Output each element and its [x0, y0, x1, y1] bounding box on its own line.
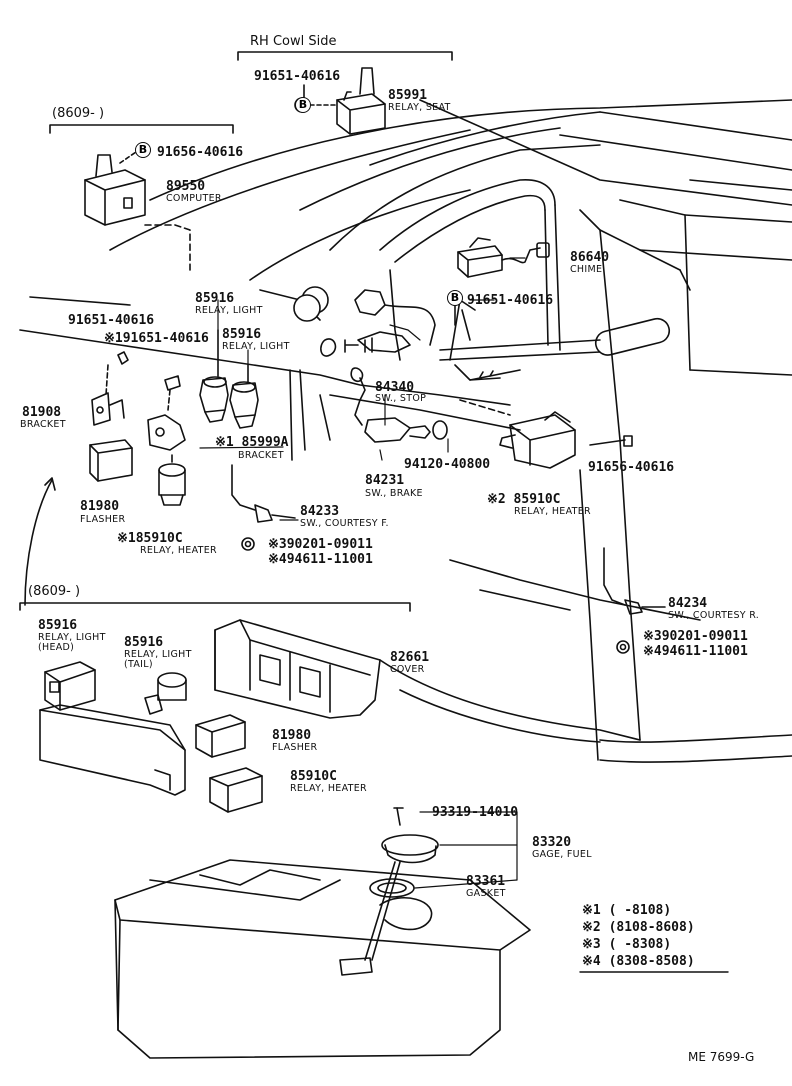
part-number-90201-a: ※390201-09011	[268, 537, 373, 552]
part-number-85916-head: 85916	[38, 618, 78, 633]
chime-art	[457, 237, 550, 278]
legend-range: (8108-8608)	[608, 920, 695, 935]
fuel-tank-art	[114, 859, 531, 1059]
part-desc-gasket: GASKET	[466, 888, 506, 899]
legend-range: ( -8308)	[608, 937, 672, 952]
courtesy-switch-f-art	[231, 464, 296, 551]
relay-block-art	[39, 661, 263, 813]
part-desc-relay-heater-b: RELAY, HEATER	[290, 783, 367, 794]
part-desc-computer: COMPUTER	[166, 193, 222, 204]
part-desc-sw-brake: SW., BRAKE	[365, 488, 423, 499]
legend-row: ※1 ( -8108)	[582, 903, 671, 918]
legend-range: ( -8108)	[608, 903, 672, 918]
part-desc-relay-seat: RELAY, SEAT	[388, 102, 451, 113]
part-desc-relay-light-tail: RELAY, LIGHT	[124, 649, 192, 660]
legend-mark: ※3	[582, 937, 601, 952]
part-desc-sw-stop: SW., STOP	[375, 393, 427, 404]
part-number-84340: 84340	[375, 380, 415, 395]
relay-light-art	[199, 329, 259, 429]
part-number-93319: 93319-14010	[432, 805, 519, 820]
part-desc-cover: COVER	[390, 664, 425, 675]
part-desc-head: (HEAD)	[38, 642, 75, 653]
part-desc-flasher-b: FLASHER	[272, 742, 318, 753]
part-number-91656-right: 91656-40616	[588, 460, 675, 475]
part-number-83361: 83361	[466, 874, 506, 889]
reference-arrow	[24, 479, 53, 606]
part-desc-relay-heater-left: RELAY, HEATER	[140, 545, 217, 556]
legend-mark: ※2	[582, 920, 601, 935]
part-desc-gage-fuel: GAGE, FUEL	[532, 849, 592, 860]
part-number-91651-left: 91651-40616	[68, 313, 155, 328]
part-desc-relay-light: RELAY, LIGHT	[222, 341, 290, 352]
legend-range: (8308-8508)	[608, 954, 695, 969]
part-number-91651-star1: ※191651-40616	[104, 331, 209, 346]
part-number-91656: 91656-40616	[157, 145, 244, 160]
part-desc-relay-light: RELAY, LIGHT	[195, 305, 263, 316]
part-number-85910c-right: ※2 85910C	[487, 492, 561, 507]
part-number-84233: 84233	[300, 504, 340, 519]
part-number-84234: 84234	[668, 596, 708, 611]
relay-heater-right-art	[499, 411, 576, 469]
part-number-84231: 84231	[365, 473, 405, 488]
legend-row: ※4 (8308-8508)	[582, 954, 695, 969]
part-number-85910c-left: ※185910C	[117, 531, 183, 546]
rh-cowl-header: RH Cowl Side	[250, 34, 337, 49]
part-number-94120: 94120-40800	[404, 457, 491, 472]
part-desc-courtesy-f: SW., COURTESY F.	[300, 518, 389, 529]
part-desc-bracket-85999a: BRACKET	[238, 450, 284, 461]
fuel-gage-art	[339, 807, 439, 976]
range-header-top: (8609- )	[52, 106, 105, 121]
part-desc-relay-light-head: RELAY, LIGHT	[38, 632, 106, 643]
stop-switch-art	[293, 286, 448, 443]
body-outline	[19, 99, 792, 763]
part-desc-bracket: BRACKET	[20, 419, 66, 430]
part-number-85991: 85991	[388, 88, 428, 103]
part-desc-flasher: FLASHER	[80, 514, 126, 525]
part-desc-relay-heater: RELAY, HEATER	[514, 506, 591, 517]
part-desc-chime: CHIME	[570, 264, 603, 275]
part-number-86640: 86640	[570, 250, 610, 265]
bolt-marker-b: B	[135, 142, 151, 158]
section-brackets	[19, 51, 453, 612]
part-number-91651-chime: 91651-40616	[467, 293, 554, 308]
bolt-marker-b: B	[295, 97, 311, 113]
legend-mark: ※4	[582, 954, 601, 969]
legend-row: ※2 (8108-8608)	[582, 920, 695, 935]
leader-lines	[199, 257, 526, 889]
part-number-85910c-b: 85910C	[290, 769, 337, 784]
part-number-83320: 83320	[532, 835, 572, 850]
part-number-94611-b: ※494611-11001	[643, 644, 748, 659]
diagram-id: ME 7699-G	[688, 1050, 755, 1064]
bracket-art	[91, 351, 186, 451]
relay-heater-round-art	[158, 454, 186, 506]
part-number-85999a: ※1 85999A	[215, 435, 289, 450]
part-number-81980-b: 81980	[272, 728, 312, 743]
part-number-90201-b: ※390201-09011	[643, 629, 748, 644]
part-desc-courtesy-r: SW., COURTESY R.	[668, 610, 760, 621]
part-number-89550: 89550	[166, 179, 206, 194]
part-number-82661: 82661	[390, 650, 430, 665]
part-number-85916: 85916	[222, 327, 262, 342]
legend-row: ※3 ( -8308)	[582, 937, 671, 952]
courtesy-switch-r-art	[603, 547, 666, 654]
part-number-85916-tail: 85916	[124, 635, 164, 650]
range-header-mid: (8609- )	[28, 584, 81, 599]
relay-seat-art	[336, 67, 386, 135]
part-number-91651: 91651-40616	[254, 69, 341, 84]
part-number-81980: 81980	[80, 499, 120, 514]
part-number-81908: 81908	[22, 405, 62, 420]
part-number-85916: 85916	[195, 291, 235, 306]
flasher-art	[89, 439, 133, 482]
part-desc-tail: (TAIL)	[124, 659, 153, 670]
computer-art	[84, 154, 146, 226]
bolt-marker-b: B	[447, 290, 463, 306]
part-number-94611-a: ※494611-11001	[268, 552, 373, 567]
cover-art	[214, 619, 381, 719]
legend-mark: ※1	[582, 903, 601, 918]
